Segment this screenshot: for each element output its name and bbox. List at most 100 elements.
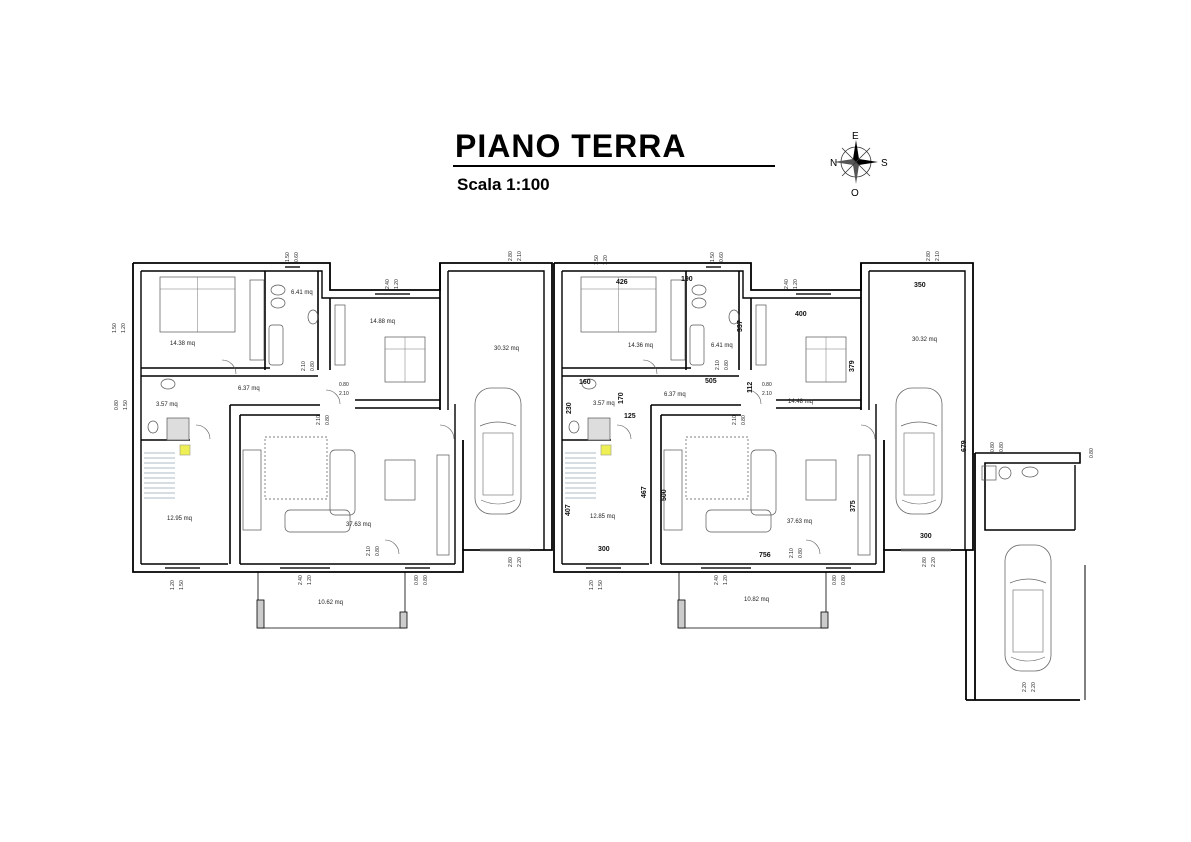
- opening-dimension: 2.40: [298, 575, 304, 585]
- bidet-icon: [691, 297, 707, 309]
- opening-dimension: 2.20: [931, 557, 937, 567]
- dimension-label: 467: [641, 486, 648, 498]
- annex-wall: [975, 452, 1081, 531]
- drawing-title: PIANO TERRA: [455, 128, 687, 164]
- opening-dimension: 2.20: [1031, 682, 1037, 692]
- tv-cabinet-icon: [663, 449, 683, 531]
- sink-icon: [728, 309, 740, 325]
- opening-dimension: 0.80: [114, 400, 120, 410]
- sink-icon: [160, 378, 176, 390]
- opening-dimension: 2.80: [922, 557, 928, 567]
- terrace-pillar: [677, 599, 686, 629]
- door-swing: [221, 359, 237, 375]
- double-bed-icon: [580, 276, 657, 333]
- garage-wall: [448, 270, 545, 550]
- opening-dimension: 2.80: [508, 251, 514, 261]
- opening-dimension: 2.10: [715, 360, 721, 370]
- room-area-label: 6.37 mq: [238, 386, 260, 392]
- bathtub-icon: [268, 324, 284, 366]
- car-body: [895, 387, 943, 515]
- room-area-label: 3.57 mq: [593, 401, 615, 407]
- staircase-icon: [565, 452, 596, 499]
- room-area-label: 14.48 mq: [788, 399, 813, 405]
- dimension-label: 300: [598, 546, 610, 553]
- room-area-label: 6.37 mq: [664, 392, 686, 398]
- wardrobe-icon: [249, 279, 265, 361]
- outer-wall: [553, 262, 974, 573]
- opening-dimension: 2.10: [339, 391, 349, 397]
- double-bed-icon: [384, 336, 426, 383]
- terrace-pillar: [256, 599, 265, 629]
- opening-dimension: 2.10: [517, 251, 523, 261]
- opening-dimension: 0.80: [762, 382, 772, 388]
- room-area-label: 14.38 mq: [170, 341, 195, 347]
- opening-dimension: 0.80: [999, 442, 1005, 452]
- wardrobe-icon: [334, 304, 346, 366]
- opening-dimension: 2.80: [508, 557, 514, 567]
- room-area-label: 30.32 mq: [912, 337, 937, 343]
- opening-dimension: 0.80: [423, 575, 429, 585]
- toilet-icon: [568, 420, 580, 434]
- opening-dimension: 2.40: [784, 279, 790, 289]
- dryer-icon: [998, 466, 1012, 480]
- garage-wall: [869, 270, 966, 550]
- car-rear-window: [901, 499, 937, 505]
- dimension-label: 337: [737, 320, 744, 332]
- opening-dimension: 0.80: [990, 442, 996, 452]
- wardrobe-icon: [670, 279, 686, 361]
- car-roof: [903, 432, 935, 496]
- opening-dimension: 1.20: [589, 580, 595, 590]
- car-roof: [1012, 589, 1044, 653]
- car-windshield: [479, 421, 517, 427]
- opening-dimension: 1.50: [123, 400, 129, 410]
- boiler-icon: [179, 444, 191, 456]
- terrace-pillar: [820, 611, 829, 629]
- dimension-label: 505: [705, 378, 717, 385]
- opening-dimension: 0.80: [310, 361, 316, 371]
- door-swing: [860, 424, 876, 440]
- room-area-label: 12.85 mq: [590, 514, 615, 520]
- opening-dimension: 1.20: [793, 279, 799, 289]
- double-bed-icon: [159, 276, 236, 333]
- opening-dimension: 1.50: [112, 323, 118, 333]
- inner-wall-line: [562, 270, 861, 299]
- opening-dimension: 1.50: [179, 580, 185, 590]
- tv-cabinet-icon: [242, 449, 262, 531]
- drawing-scale: Scala 1:100: [457, 175, 550, 194]
- opening-dimension: 1.20: [723, 575, 729, 585]
- room-area-label: 12.95 mq: [167, 516, 192, 522]
- dimension-label: 112: [747, 382, 754, 393]
- door-swing: [325, 389, 341, 405]
- door-swing: [746, 389, 762, 405]
- sofa-icon: [329, 449, 356, 516]
- compass-west: O: [851, 188, 859, 199]
- inner-wall-line: [141, 270, 440, 299]
- opening-dimension: 1.50: [285, 252, 291, 262]
- dimension-label: 190: [681, 276, 693, 283]
- opening-dimension: 1.20: [121, 323, 127, 333]
- opening-dimension: 0.80: [339, 382, 349, 388]
- room-area-label: 6.41 mq: [291, 290, 313, 296]
- opening-dimension: 1.20: [603, 255, 609, 265]
- opening-dimension: 0.80: [841, 575, 847, 585]
- dimension-label: 400: [795, 311, 807, 318]
- opening-dimension: 0.80: [325, 415, 331, 425]
- sofa-icon: [750, 449, 777, 516]
- shower-icon: [166, 417, 190, 441]
- furniture: [144, 276, 1052, 672]
- sink-icon: [1021, 466, 1039, 478]
- opening-dimension: 1.50: [594, 255, 600, 265]
- opening-dimension: 2.10: [935, 251, 941, 261]
- dimension-label: 125: [624, 413, 636, 420]
- room-area-label: 10.62 mq: [318, 600, 343, 606]
- opening-dimension: 0.80: [832, 575, 838, 585]
- dimension-label: 230: [566, 402, 573, 414]
- opening-dimension: 2.10: [762, 391, 772, 397]
- outer-wall: [132, 262, 553, 573]
- room-area-label: 3.57 mq: [156, 402, 178, 408]
- boiler-icon: [600, 444, 612, 456]
- title-underline: [453, 165, 775, 167]
- opening-dimension: 2.40: [714, 575, 720, 585]
